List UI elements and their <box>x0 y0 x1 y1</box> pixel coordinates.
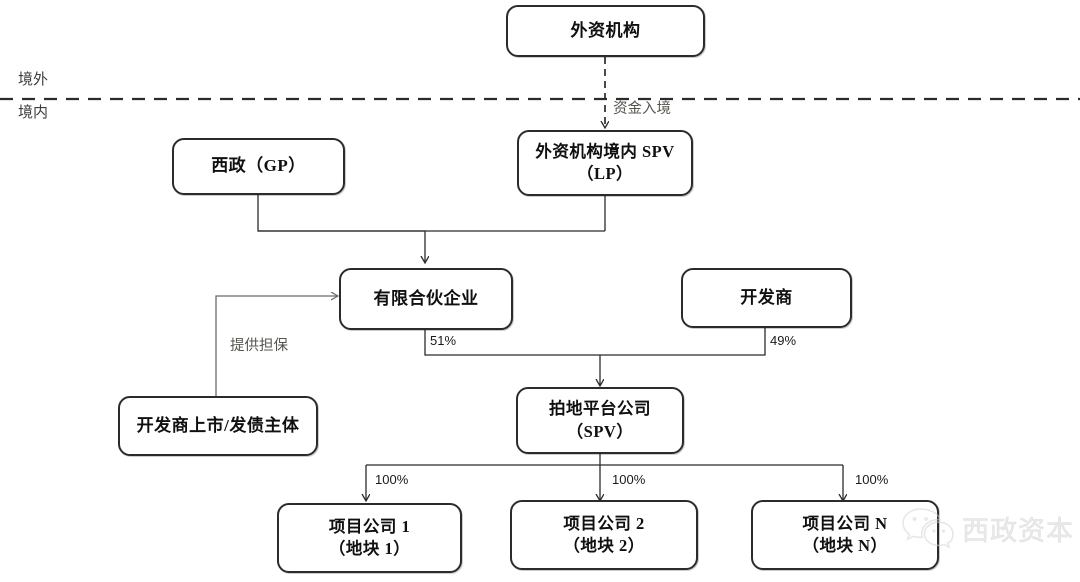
node-project-company-2[interactable]: 项目公司 2 （地块 2） <box>510 500 698 570</box>
node-project-company-n[interactable]: 项目公司 N （地块 N） <box>751 500 939 570</box>
edge-gp-to-partnership <box>257 195 605 232</box>
node-project-company-2-label: 项目公司 2 （地块 2） <box>563 513 645 555</box>
offshore-label: 境外 <box>18 72 49 88</box>
node-xizheng-gp-label: 西政（GP） <box>211 156 306 176</box>
onshore-label: 境内 <box>18 105 49 121</box>
node-project-company-n-label: 项目公司 N （地块 N） <box>802 513 888 555</box>
node-foreign-institution-label: 外资机构 <box>570 20 641 40</box>
watermark-text: 西政资本 <box>962 515 1074 546</box>
edge-label-100-percent-1: 100% <box>375 472 409 487</box>
node-developer-label: 开发商 <box>740 287 793 307</box>
node-project-company-1[interactable]: 项目公司 1 （地块 1） <box>277 503 462 573</box>
edge-bus-to-partnership <box>258 230 425 262</box>
node-developer-listed-entity-label: 开发商上市/发债主体 <box>136 415 300 435</box>
node-foreign-institution[interactable]: 外资机构 <box>506 5 705 57</box>
edge-label-100-percent-2: 100% <box>612 472 646 487</box>
node-limited-partnership[interactable]: 有限合伙企业 <box>339 268 513 330</box>
edge-label-100-percent-n: 100% <box>855 472 889 487</box>
node-land-platform-label: 拍地平台公司 （SPV） <box>549 399 651 441</box>
edge-label-51-percent: 51% <box>430 333 457 348</box>
edge-label-provide-guarantee: 提供担保 <box>230 338 288 354</box>
node-xizheng-gp[interactable]: 西政（GP） <box>172 138 345 195</box>
node-developer[interactable]: 开发商 <box>681 268 852 328</box>
watermark: 西政资本 <box>900 505 1074 551</box>
node-limited-partnership-label: 有限合伙企业 <box>373 288 479 308</box>
node-land-platform[interactable]: 拍地平台公司 （SPV） <box>516 387 684 454</box>
node-onshore-spv-label: 外资机构境内 SPV （LP） <box>535 141 675 183</box>
edge-label-49-percent: 49% <box>770 333 797 348</box>
edge-49-percent <box>600 328 766 356</box>
node-developer-listed-entity[interactable]: 开发商上市/发债主体 <box>118 396 318 456</box>
edge-label-capital-inflow: 资金入境 <box>613 101 671 117</box>
node-onshore-spv[interactable]: 外资机构境内 SPV （LP） <box>517 130 693 196</box>
wechat-icon <box>902 508 954 549</box>
node-project-company-1-label: 项目公司 1 （地块 1） <box>328 516 411 558</box>
